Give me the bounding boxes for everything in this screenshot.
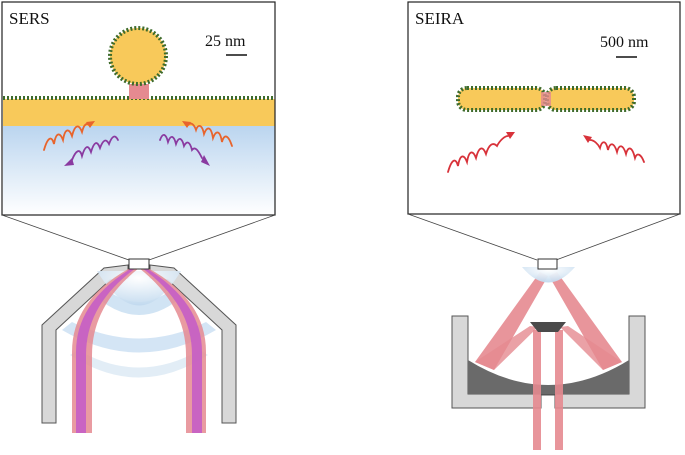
seira-flat-mirror — [530, 322, 566, 332]
sers-wave-right — [159, 121, 233, 166]
seira-rod-right — [545, 86, 636, 112]
seira-beam-vertical-left — [533, 330, 541, 450]
seira-instrument — [451, 258, 646, 450]
seira-scale-label: 500 nm — [600, 34, 649, 51]
sers-zoom-line-left — [1, 214, 130, 261]
sers-panel-frame — [1, 1, 276, 216]
sers-beam-right-core — [142, 268, 202, 433]
seira-sample-window — [537, 258, 558, 270]
seira-beam-down-left — [475, 326, 538, 370]
seira-zoom-line-right — [555, 213, 681, 261]
seira-beam-down-right — [560, 326, 622, 370]
sers-panel: SERS 25 nm — [1, 1, 276, 216]
seira-prism — [522, 267, 575, 283]
seira-beam-vertical-right — [555, 330, 563, 450]
sers-title: SERS — [9, 9, 50, 28]
sers-beam-left-core — [76, 268, 136, 433]
seira-zoom-line-left — [407, 213, 538, 261]
seira-panel-frame — [407, 1, 681, 215]
seira-beam-up-left — [475, 272, 548, 370]
seira-gap-linker — [541, 92, 551, 106]
seira-title: SEIRA — [415, 9, 465, 28]
sers-nanoparticle — [108, 26, 168, 86]
sers-zoom-line-right — [148, 214, 276, 261]
sers-light-arc-3 — [70, 350, 208, 378]
sers-linker — [129, 84, 149, 99]
sers-wave-left — [43, 121, 119, 166]
seira-beam-up-right — [549, 272, 622, 370]
sers-light-arc-2 — [62, 322, 216, 353]
sers-sample-window — [128, 258, 150, 270]
sers-gold-film — [3, 99, 275, 126]
seira-wave-left — [447, 132, 515, 173]
sers-instrument — [41, 258, 237, 433]
seira-rod-left — [456, 86, 547, 112]
seira-mirror — [468, 360, 629, 394]
sers-liquid — [3, 124, 275, 215]
seira-wave-right — [583, 135, 645, 163]
sers-scale-label: 25 nm — [205, 33, 246, 50]
seira-panel: SEIRA 500 nm — [407, 1, 681, 215]
